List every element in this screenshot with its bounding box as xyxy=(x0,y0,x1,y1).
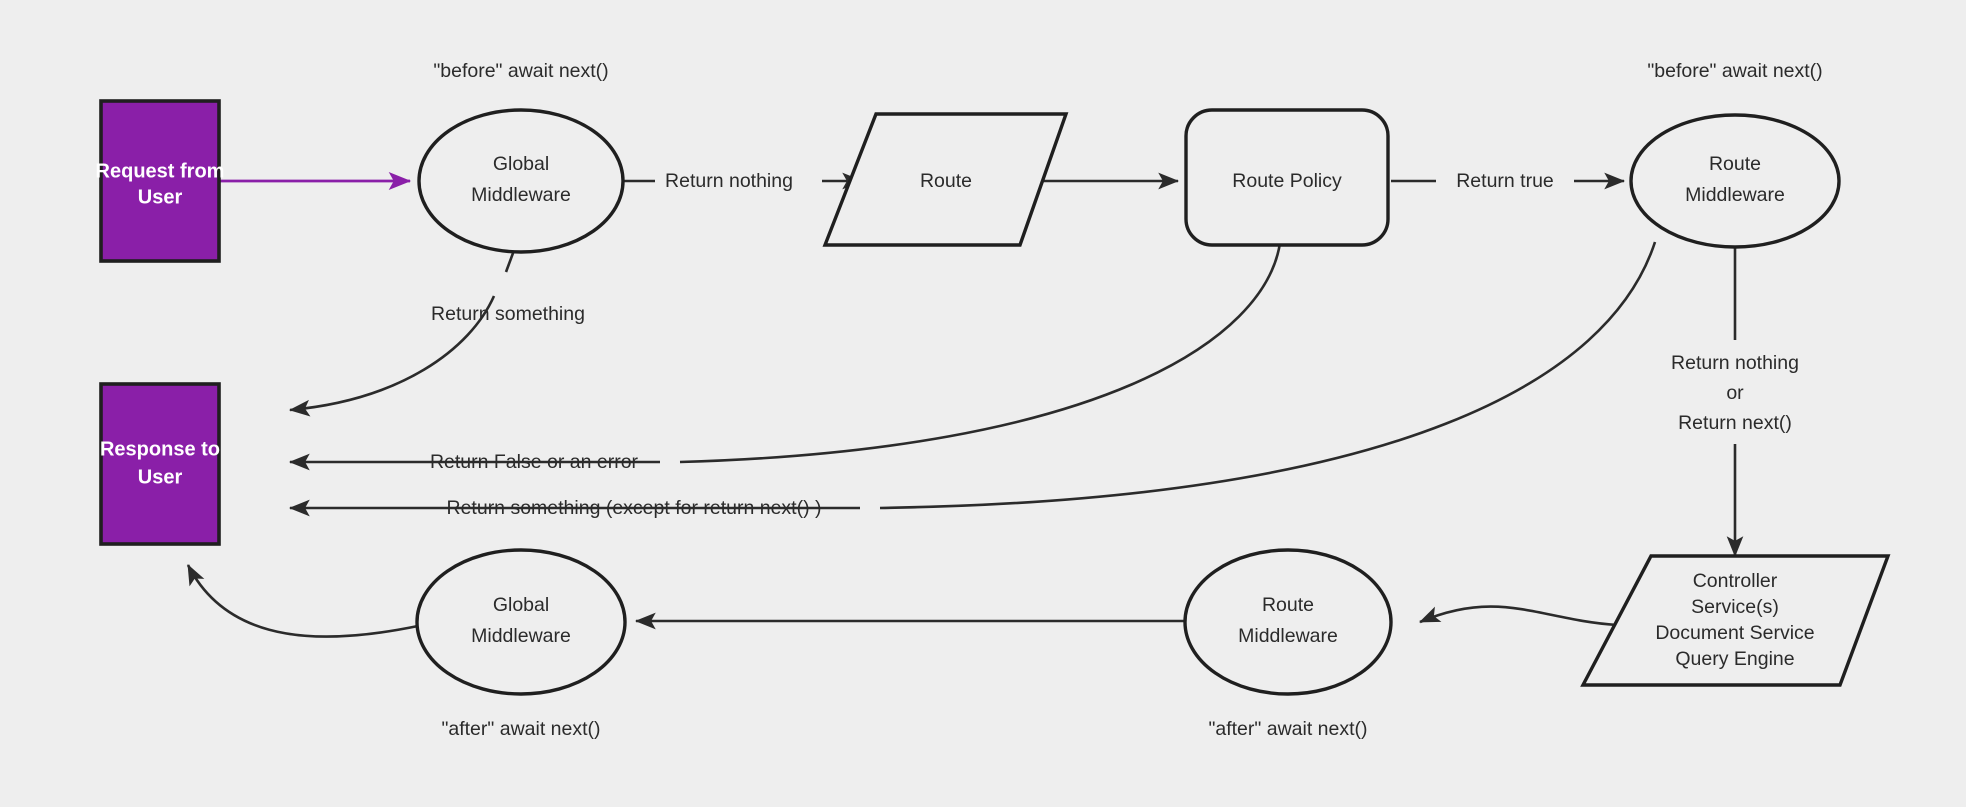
node-response-to-user[interactable]: Response to User xyxy=(99,382,221,546)
controller-services-label-line1: Controller xyxy=(1693,570,1778,592)
route-label: Route xyxy=(920,170,972,192)
edge-label-return-something-except-next: Return something (except for return next… xyxy=(447,497,822,519)
annotation-after-await-next-global: "after" await next() xyxy=(441,718,600,740)
edge-label-return-nothing: Return nothing xyxy=(665,170,793,192)
route-policy-label: Route Policy xyxy=(1232,170,1342,192)
edge-global-middleware-to-route: Return nothing xyxy=(622,170,864,192)
edge-label-return-next: Return next() xyxy=(1678,412,1792,434)
edge-route-middleware-to-controller: Return nothing or Return next() xyxy=(1671,245,1799,558)
controller-services-label-line4: Query Engine xyxy=(1675,648,1794,670)
node-route-middleware-bottom[interactable]: Route Middleware xyxy=(1183,548,1393,696)
response-to-user-label-line1: Response to xyxy=(100,438,220,460)
route-middleware-bottom-label-line1: Route xyxy=(1262,594,1314,616)
node-global-middleware-top[interactable]: Global Middleware xyxy=(417,108,625,254)
node-route-middleware-top[interactable]: Route Middleware xyxy=(1629,113,1841,249)
global-middleware-top-label-line2: Middleware xyxy=(471,184,571,206)
edge-route-policy-to-route-middleware: Return true xyxy=(1391,170,1626,192)
route-middleware-top-label-line2: Middleware xyxy=(1685,184,1785,206)
route-middleware-top-label-line1: Route xyxy=(1709,153,1761,175)
edge-controller-to-route-middleware-bottom xyxy=(1419,605,1618,627)
node-global-middleware-bottom[interactable]: Global Middleware xyxy=(415,548,627,696)
edge-label-return-nothing-2: Return nothing xyxy=(1671,352,1799,374)
node-request-from-user[interactable]: Request from User xyxy=(96,99,225,263)
node-controller-services[interactable]: Controller Service(s) Document Service Q… xyxy=(1580,554,1891,687)
node-route[interactable]: Route xyxy=(822,112,1069,247)
controller-services-label-line3: Document Service xyxy=(1655,622,1814,644)
global-middleware-top-label-line1: Global xyxy=(493,153,549,175)
edge-label-return-something: Return something xyxy=(431,303,585,325)
request-from-user-label-line1: Request from xyxy=(96,160,225,182)
node-route-policy[interactable]: Route Policy xyxy=(1184,108,1390,247)
edge-route-middleware-return-something: Return something (except for return next… xyxy=(288,241,1657,519)
edge-label-return-false-or-error: Return False or an error xyxy=(430,451,639,473)
annotation-before-await-next-route: "before" await next() xyxy=(1647,60,1822,82)
global-middleware-bottom-label-line1: Global xyxy=(493,594,549,616)
response-to-user-label-line2: User xyxy=(138,466,183,488)
edge-label-or: or xyxy=(1726,382,1744,404)
route-middleware-bottom-label-line2: Middleware xyxy=(1238,625,1338,647)
global-middleware-bottom-label-line2: Middleware xyxy=(471,625,571,647)
annotation-before-await-next-global: "before" await next() xyxy=(433,60,608,82)
request-from-user-label-line2: User xyxy=(138,186,183,208)
controller-services-label-line2: Service(s) xyxy=(1691,596,1779,618)
edge-global-middleware-return-something: Return something xyxy=(288,244,585,417)
edge-label-return-true: Return true xyxy=(1456,170,1554,192)
annotation-after-await-next-route: "after" await next() xyxy=(1208,718,1367,740)
edge-global-middleware-bottom-to-response xyxy=(186,564,419,638)
edge-route-policy-return-false: Return False or an error xyxy=(288,242,1282,473)
